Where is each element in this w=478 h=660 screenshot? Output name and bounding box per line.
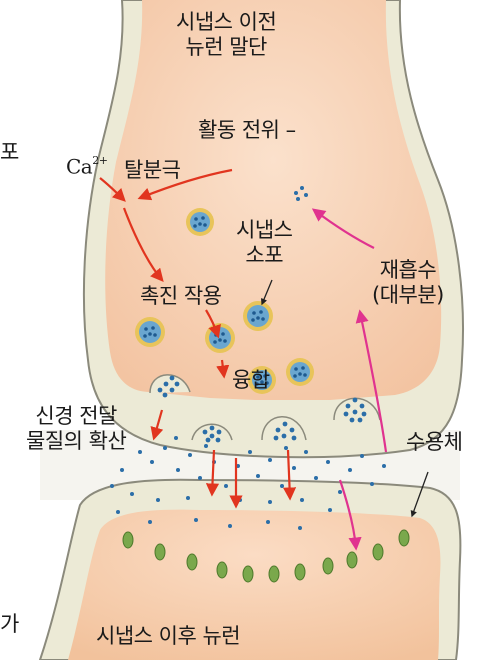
reuptake-label: 재흡수 (대부분) — [372, 258, 444, 308]
reuptake-label-line1: 재흡수 — [372, 258, 444, 283]
receptor-label: 수용체 — [406, 430, 462, 455]
calcium-ion-label: Ca2+ — [66, 150, 107, 180]
calcium-charge: 2+ — [92, 154, 107, 167]
depolarization-label: 탈분극 — [124, 158, 180, 183]
calcium-symbol: Ca — [66, 155, 92, 179]
action-potential-label: 활동 전위 – — [198, 118, 296, 143]
postsynaptic-label: 시냅스 이후 뉴런 — [96, 624, 240, 649]
reuptake-label-line2: (대부분) — [372, 283, 444, 308]
vesicle-label: 시냅스 소포 — [236, 218, 292, 268]
edge-fragment-bottom: 가 — [0, 612, 19, 637]
edge-fragment-top: 포 — [0, 140, 19, 165]
presynaptic-label-line2: 뉴런 말단 — [176, 35, 276, 60]
exocytosis-label: 촉진 작용 — [140, 284, 221, 309]
vesicle-label-line2: 소포 — [236, 243, 292, 268]
vesicle-label-line1: 시냅스 — [236, 218, 292, 243]
presynaptic-label-line1: 시냅스 이전 — [176, 10, 276, 35]
diffusion-label-line2: 물질의 확산 — [26, 429, 126, 454]
diffusion-label-line1: 신경 전달 — [26, 404, 126, 429]
diffusion-label: 신경 전달 물질의 확산 — [26, 404, 126, 454]
fusion-label: 융합 — [232, 368, 270, 393]
presynaptic-label: 시냅스 이전 뉴런 말단 — [176, 10, 276, 60]
